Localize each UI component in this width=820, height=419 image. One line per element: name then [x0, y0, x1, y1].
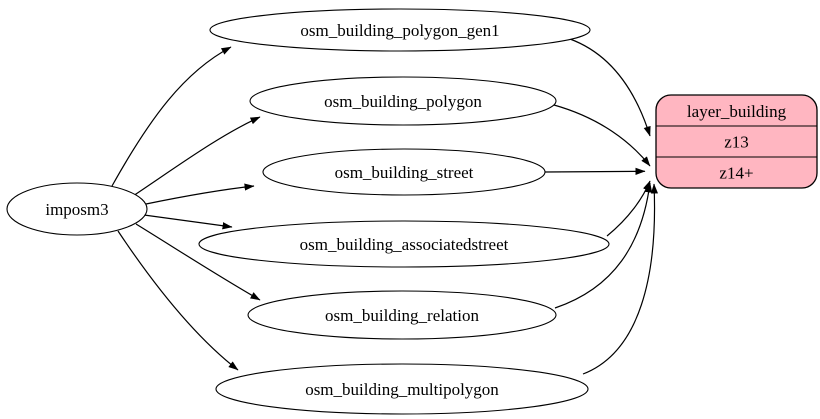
osm_building_multipolygon-ellipse — [215, 363, 589, 415]
layer_building-row-z14: z14+ — [719, 164, 753, 183]
node-osm_building_relation: osm_building_relation — [247, 290, 557, 340]
imposm3-ellipse — [6, 182, 148, 236]
osm_building_polygon_gen1-label: osm_building_polygon_gen1 — [300, 21, 499, 40]
edge-imposm3-to-osm_building_polygon — [132, 116, 261, 197]
osm_building_relation-ellipse — [247, 290, 557, 340]
edge-osm_building_street-to-z14 — [544, 167, 646, 175]
edge-imposm3-to-osm_building_polygon_gen1 — [111, 46, 232, 187]
osm_building_street-label: osm_building_street — [335, 163, 474, 182]
node-osm_building_polygon_gen1: osm_building_polygon_gen1 — [209, 8, 591, 52]
edge-osm_building_multipolygon-to-z14 — [582, 183, 659, 375]
edge-imposm3-to-osm_building_multipolygon — [117, 230, 239, 371]
node-imposm3: imposm3 — [6, 182, 148, 236]
node-osm_building_polygon: osm_building_polygon — [249, 76, 557, 126]
osm_building_associatedstreet-ellipse — [198, 220, 610, 268]
edge-imposm3-to-osm_building_associatedstreet — [143, 214, 233, 230]
node-osm_building_associatedstreet: osm_building_associatedstreet — [198, 220, 610, 268]
osm_building_relation-label: osm_building_relation — [325, 306, 479, 325]
osm_building_multipolygon-label: osm_building_multipolygon — [305, 380, 499, 399]
edge-osm_building_polygon_gen1-to-z13 — [569, 38, 651, 137]
layer_building-box — [655, 94, 818, 189]
edge-osm_building_polygon-to-z14 — [553, 104, 651, 167]
imposm3-label: imposm3 — [45, 200, 108, 219]
layer_building-title: layer_building — [687, 102, 787, 121]
osm_building_polygon_gen1-ellipse — [209, 8, 591, 52]
edge-imposm3-to-osm_building_relation — [135, 223, 261, 301]
osm_building_street-ellipse — [262, 148, 546, 196]
edge-osm_building_associatedstreet-to-z14 — [606, 180, 651, 237]
node-osm_building_multipolygon: osm_building_multipolygon — [215, 363, 589, 415]
osm_building_polygon-label: osm_building_polygon — [324, 92, 482, 111]
node-osm_building_street: osm_building_street — [262, 148, 546, 196]
osm_building_polygon-ellipse — [249, 76, 557, 126]
node-layer_building: layer_building z13 z14+ — [655, 94, 818, 189]
edge-imposm3-to-osm_building_street — [145, 183, 255, 205]
osm_building_associatedstreet-label: osm_building_associatedstreet — [300, 235, 509, 254]
layer_building-row-z13: z13 — [724, 133, 749, 152]
edge-osm_building_relation-to-z14 — [554, 182, 653, 309]
